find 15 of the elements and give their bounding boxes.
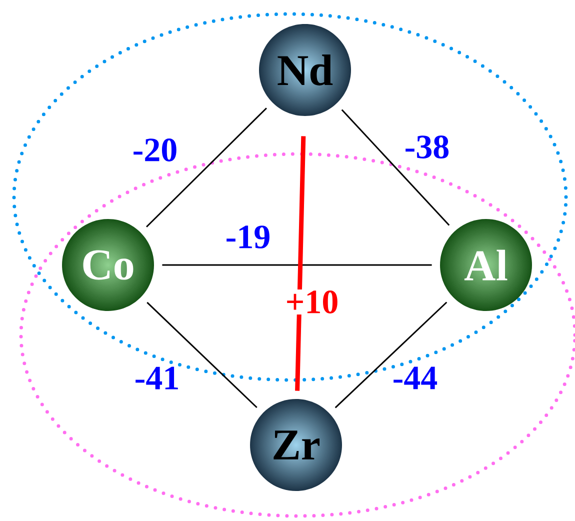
connector-line	[341, 109, 450, 226]
edge-label: -19	[226, 226, 270, 248]
edge-label: -20	[134, 138, 176, 162]
connector-line	[146, 108, 268, 228]
edge-label: -38	[406, 136, 449, 158]
edge-label: -44	[394, 366, 438, 390]
element-ball: Al	[464, 250, 508, 280]
edge-label: -41	[136, 366, 178, 390]
connector-line	[146, 302, 258, 408]
element-ball: Co	[83, 250, 134, 280]
edge-label: +10	[284, 290, 340, 314]
element-ball: Nd	[278, 54, 333, 86]
connector-line	[162, 264, 432, 266]
element-ball: Zr	[274, 430, 320, 460]
connector-line	[334, 302, 448, 408]
